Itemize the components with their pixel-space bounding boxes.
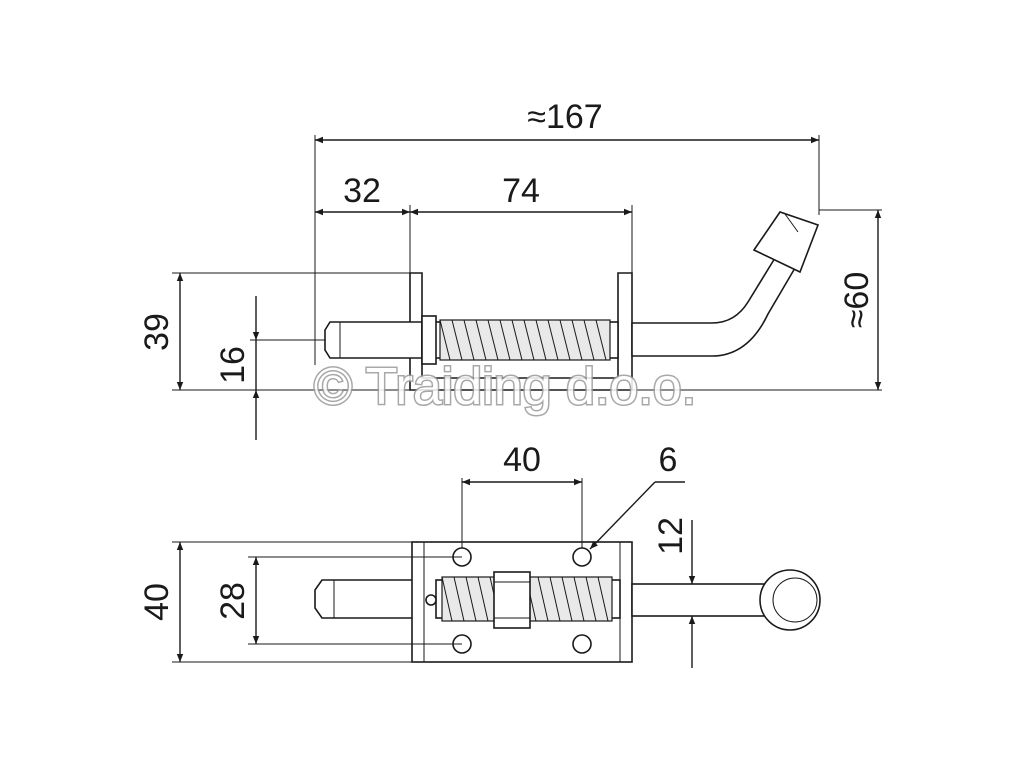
dim-bolt-height: 16: [214, 346, 252, 384]
plan-view-dimensions: 40 6 12 40 28: [138, 441, 700, 668]
dim-handle-height: ≈60: [838, 272, 876, 328]
plan-handle-rod: [631, 583, 773, 617]
plan-bolt: [314, 579, 427, 619]
dim-hole-spacing: 40: [503, 441, 541, 479]
side-view: [324, 211, 820, 391]
side-handle-grip: [752, 211, 820, 274]
dim-plate-height: 39: [138, 313, 176, 351]
dim-left-offset: 32: [343, 172, 381, 210]
side-handle-rod: [631, 256, 797, 357]
mount-hole-top-right: [572, 547, 592, 567]
plan-retaining-clip: [493, 571, 531, 629]
side-view-dimensions: ≈167 32 74 39 16 ≈60: [138, 98, 882, 440]
mount-hole-bottom-right: [572, 634, 592, 654]
plan-handle-knob: [759, 569, 821, 631]
dim-bolt-diameter: 12: [652, 517, 690, 555]
watermark: © Traiding d.o.o.: [314, 358, 696, 416]
dim-hole-diameter: 6: [659, 441, 678, 479]
plan-stop-pin: [425, 594, 437, 606]
dim-hole-row-spacing: 28: [214, 582, 252, 620]
dim-plate-span: 74: [502, 172, 540, 210]
dim-plate-width: 40: [138, 583, 176, 621]
side-spring-collar: [421, 315, 437, 365]
dim-leader-hole-diameter: [589, 481, 656, 550]
dim-overall-length: ≈167: [527, 98, 602, 136]
side-grip-edge: [784, 213, 799, 233]
side-spring: [439, 319, 611, 361]
plan-handle-knob-top: [772, 577, 818, 623]
plan-view: [314, 541, 821, 663]
